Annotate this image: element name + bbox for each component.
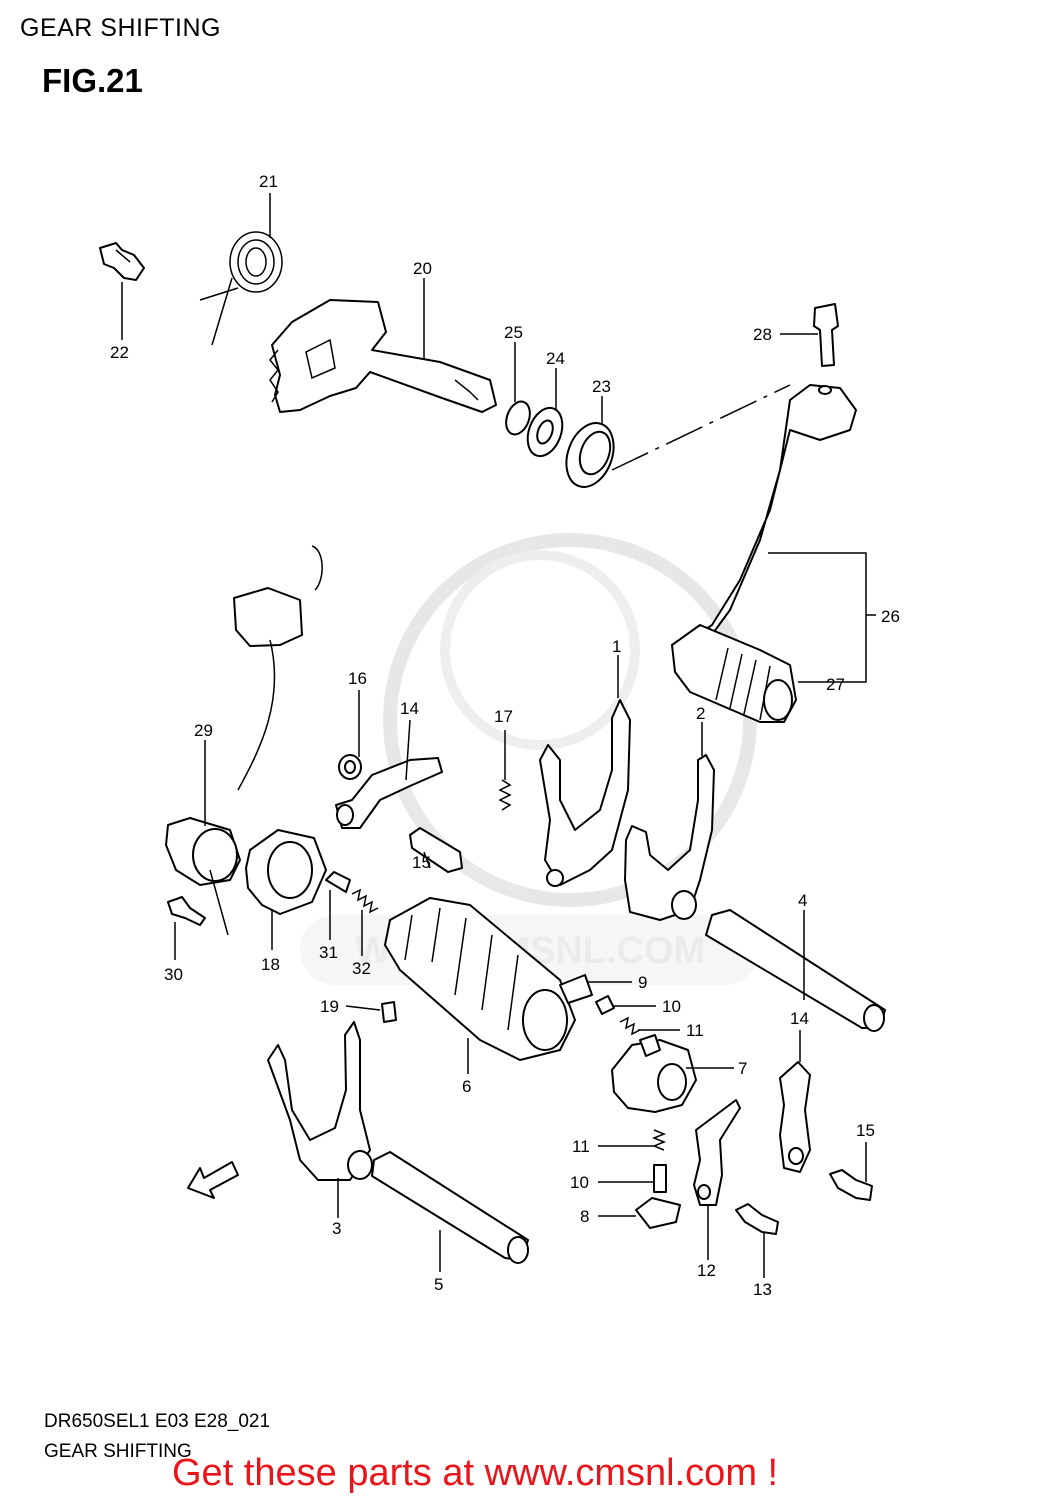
callout-2: 2 bbox=[696, 704, 705, 723]
figure-label: FIG.21 bbox=[42, 62, 143, 99]
diagram-code: DR650SEL1 E03 E28_021 bbox=[44, 1411, 271, 1432]
callout-8: 8 bbox=[580, 1207, 589, 1226]
part-16-stopper-arm bbox=[335, 757, 443, 829]
callout-12: 12 bbox=[697, 1261, 716, 1280]
callout-28: 26 bbox=[881, 607, 900, 626]
part-11-spring-upper bbox=[619, 1016, 641, 1036]
part-18-washer bbox=[338, 754, 362, 780]
part-23-spring bbox=[199, 231, 283, 346]
part-25-oil-seal bbox=[565, 422, 615, 488]
callout-24: 22 bbox=[110, 343, 129, 362]
callout-13: 13 bbox=[753, 1280, 772, 1299]
callout-32: 30 bbox=[164, 965, 183, 984]
part-34-spring bbox=[351, 888, 379, 914]
callout-17: 15 bbox=[412, 853, 431, 872]
promo-link[interactable]: Get these parts at www.cmsnl.com ! bbox=[172, 1452, 779, 1494]
fwd-arrow-icon bbox=[187, 1161, 239, 1199]
part-28-gear-shift-lever bbox=[689, 384, 857, 669]
callout-10a: 10 bbox=[662, 997, 681, 1016]
part-5-fork-shaft bbox=[371, 1151, 529, 1264]
part-10-pin-upper bbox=[595, 995, 615, 1015]
callout-31: 29 bbox=[194, 721, 213, 740]
leader-lines bbox=[121, 193, 876, 1278]
part-3-shift-fork bbox=[267, 1021, 373, 1181]
part-17-bolt bbox=[409, 827, 463, 873]
callout-7: 7 bbox=[738, 1059, 747, 1078]
callout-15: 15 bbox=[856, 1121, 875, 1140]
callout-33: 31 bbox=[319, 943, 338, 962]
part-20-stopper-plate bbox=[245, 829, 327, 915]
part-24-bolt bbox=[99, 242, 145, 281]
part-31-gear-position-switch bbox=[165, 545, 323, 936]
callout-26: 24 bbox=[546, 349, 565, 368]
callout-23: 21 bbox=[259, 172, 278, 191]
part-10-pin-lower bbox=[653, 1164, 667, 1193]
callout-10b: 10 bbox=[570, 1173, 589, 1192]
cmsnl-watermark: WWW.CMSNL.COM bbox=[300, 533, 760, 985]
part-22-shift-shaft bbox=[269, 299, 497, 413]
part-1-shift-fork bbox=[539, 699, 631, 887]
part-19-spring bbox=[498, 779, 512, 811]
callout-34: 32 bbox=[352, 959, 371, 978]
callout-30: 28 bbox=[753, 325, 772, 344]
callout-29: 27 bbox=[826, 675, 845, 694]
callout-20: 18 bbox=[261, 955, 280, 974]
callout-9: 9 bbox=[638, 973, 647, 992]
callout-14-label: 14 bbox=[790, 1009, 809, 1028]
part-26-washer bbox=[526, 406, 564, 458]
callout-16: 14 bbox=[400, 699, 419, 718]
part-8-pawl bbox=[635, 1197, 681, 1229]
part-4-fork-shaft bbox=[705, 909, 886, 1032]
part-29-rubber bbox=[671, 624, 797, 723]
part-11-spring-lower bbox=[651, 1129, 667, 1151]
part-2-shift-fork bbox=[624, 754, 715, 921]
callout-19: 17 bbox=[494, 707, 513, 726]
callout-22: 20 bbox=[413, 259, 432, 278]
callout-11a: 11 bbox=[686, 1021, 704, 1040]
page-title: GEAR SHIFTING bbox=[20, 14, 221, 42]
callout-18: 16 bbox=[348, 669, 367, 688]
part-30-bolt bbox=[813, 303, 839, 367]
footer-title: GEAR SHIFTING bbox=[44, 1441, 192, 1462]
callout-5: 5 bbox=[434, 1275, 443, 1294]
part-13-screw bbox=[735, 1203, 779, 1235]
callout-3: 3 bbox=[332, 1219, 341, 1238]
callout-6: 6 bbox=[462, 1077, 471, 1096]
part-21-pin bbox=[381, 1001, 397, 1023]
part-15-screw bbox=[829, 1169, 873, 1201]
callout-27: 25 bbox=[504, 323, 523, 342]
part-9-pin bbox=[559, 974, 593, 1004]
part-7-pawl-lifter bbox=[611, 1034, 697, 1113]
callout-1: 1 bbox=[612, 637, 621, 656]
callout-21: 19 bbox=[320, 997, 339, 1016]
callout-11b: 11 bbox=[572, 1137, 590, 1156]
part-32-screw bbox=[167, 896, 206, 926]
callout-4: 4 bbox=[798, 891, 807, 910]
part-6-gear-shift-cam bbox=[384, 897, 576, 1061]
part-12-pawl-plate bbox=[693, 1099, 741, 1206]
part-33-pin bbox=[325, 871, 351, 893]
part-14-plate bbox=[779, 1061, 811, 1173]
part-27-circlip bbox=[505, 400, 531, 436]
callout-25: 23 bbox=[592, 377, 611, 396]
